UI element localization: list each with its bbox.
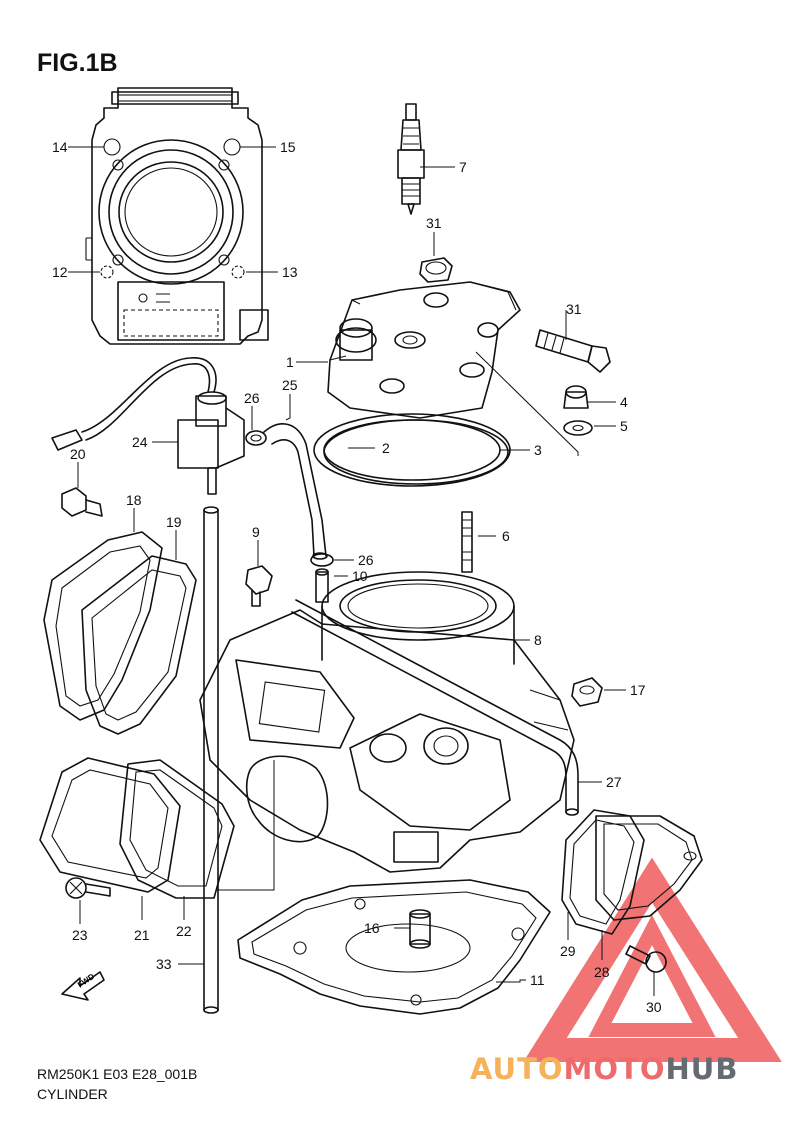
callout-19: 19 — [166, 514, 182, 530]
callout-31: 31 — [566, 301, 582, 317]
cylinder-head — [327, 281, 521, 419]
model-code: RM250K1 E03 E28_001B — [37, 1066, 198, 1082]
callout-4: 4 — [620, 394, 628, 410]
callout-labels: 14 15 12 13 7 31 1 31 4 5 2 3 25 26 24 2… — [52, 139, 662, 1015]
callout-3: 3 — [534, 442, 542, 458]
callout-18: 18 — [126, 492, 142, 508]
cylinder-top-view — [85, 87, 269, 345]
sensor-24-with-wire — [51, 357, 245, 495]
callout-22: 22 — [176, 923, 192, 939]
bolt-20 — [61, 487, 103, 517]
bolt-23 — [65, 877, 111, 899]
nut-17 — [571, 677, 603, 707]
tube-33 — [203, 506, 219, 1014]
callout-1: 1 — [286, 354, 294, 370]
cap-nut-4 — [563, 385, 589, 409]
watermark-logo-text: AUTOMOTOHUB — [470, 1052, 800, 1092]
callout-10: 10 — [352, 568, 368, 584]
hose-clip-26-upper — [245, 430, 267, 446]
valve-gasket-29 — [561, 809, 645, 935]
callout-6: 6 — [502, 528, 510, 544]
callout-12: 12 — [52, 264, 68, 280]
callout-32: 31 — [426, 215, 442, 231]
callout-2: 2 — [382, 440, 390, 456]
tube-27 — [291, 599, 579, 816]
watermark-moto: MOTO — [563, 1052, 666, 1086]
callout-29: 29 — [560, 943, 576, 959]
cylinder-body — [199, 571, 575, 873]
callout-16: 16 — [364, 920, 380, 936]
hose-25 — [263, 423, 328, 560]
callout-26-upper: 26 — [244, 390, 260, 406]
head-o-rings — [313, 413, 511, 487]
fitting-10 — [315, 568, 329, 603]
valve-cover-28 — [595, 815, 703, 921]
reed-gasket-22 — [119, 759, 235, 899]
hose-clip-26-lower — [310, 553, 334, 567]
callout-8: 8 — [534, 632, 542, 648]
callout-14: 14 — [52, 139, 68, 155]
callout-30: 30 — [646, 999, 662, 1015]
nut-32 — [419, 257, 453, 283]
callout-24: 24 — [132, 434, 148, 450]
callout-5: 5 — [620, 418, 628, 434]
fitting-9 — [245, 565, 273, 607]
callout-21: 21 — [134, 927, 150, 943]
callout-27: 27 — [606, 774, 622, 790]
watermark-triangle — [523, 857, 782, 1062]
stud-6 — [461, 511, 473, 573]
callout-33: 33 — [156, 956, 172, 972]
callout-28: 28 — [594, 964, 610, 980]
bolt-31 — [535, 329, 611, 373]
fwd-arrow-icon: FWD — [61, 971, 105, 1001]
spark-plug — [397, 103, 425, 215]
callout-17: 17 — [630, 682, 646, 698]
washer-5 — [563, 420, 593, 436]
figure-caption: CYLINDER — [37, 1086, 108, 1102]
reed-cover-21 — [39, 757, 181, 893]
bolt-30 — [625, 945, 667, 973]
figure-title: FIG.1B — [37, 49, 118, 77]
dowel-16 — [409, 909, 431, 949]
callout-11: 11 — [530, 972, 545, 988]
callout-15: 15 — [280, 139, 296, 155]
callout-9: 9 — [252, 524, 260, 540]
callout-7: 7 — [459, 159, 467, 175]
callout-20: 20 — [70, 446, 86, 462]
callout-26-lower: 26 — [358, 552, 374, 568]
leader-lines — [68, 146, 655, 996]
callout-23: 23 — [72, 927, 88, 943]
watermark-hub: HUB — [665, 1052, 739, 1086]
gasket-19 — [81, 555, 197, 735]
base-gasket-11 — [237, 879, 551, 1015]
callout-25: 25 — [282, 377, 298, 393]
watermark-auto: AUTO — [470, 1052, 564, 1086]
exhaust-cover-18 — [43, 531, 163, 721]
callout-13: 13 — [282, 264, 298, 280]
